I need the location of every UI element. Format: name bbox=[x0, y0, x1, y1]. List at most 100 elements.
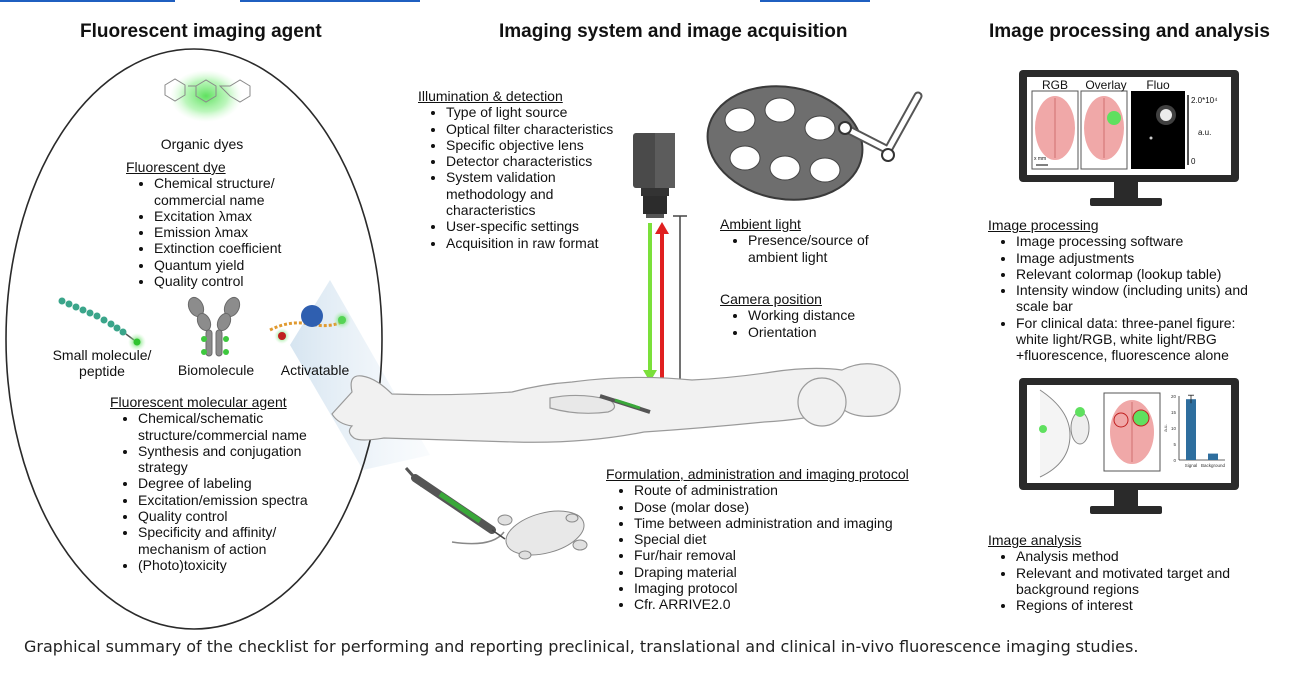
monitor-2 bbox=[1019, 378, 1239, 514]
small-molecule-label: Small molecule/ peptide bbox=[52, 347, 152, 379]
list-item: Excitation/emission spectra bbox=[138, 492, 340, 508]
y-tick-label: 15 bbox=[1171, 410, 1177, 415]
illumination-title: Illumination & detection bbox=[418, 88, 563, 104]
list-item: Quality control bbox=[138, 508, 340, 524]
analysis-section: Image analysis Analysis methodRelevant a… bbox=[988, 532, 1258, 613]
organic-dyes-label: Organic dyes bbox=[160, 136, 244, 152]
list-item: Draping material bbox=[634, 564, 936, 580]
biomolecule-label: Biomolecule bbox=[177, 362, 255, 378]
list-item: Fur/hair removal bbox=[634, 547, 936, 563]
camera-list: Working distanceOrientation bbox=[720, 307, 890, 340]
processing-list: Image processing softwareImage adjustmen… bbox=[988, 233, 1258, 363]
bar-signal bbox=[1186, 399, 1196, 460]
list-item: Type of light source bbox=[446, 104, 623, 120]
formulation-list: Route of administrationDose (molar dose)… bbox=[606, 482, 936, 612]
mouse-syringe-icon bbox=[404, 467, 506, 540]
organic-dye-icon bbox=[164, 70, 251, 122]
bar-background bbox=[1208, 453, 1218, 460]
top-link-fragments bbox=[0, 0, 1298, 8]
monitor-1 bbox=[1019, 70, 1239, 206]
figure-caption: Graphical summary of the checklist for p… bbox=[24, 637, 1139, 656]
list-item: Orientation bbox=[748, 324, 890, 340]
molecular-agent-list: Chemical/schematic structure/commercial … bbox=[110, 410, 340, 573]
monitor1-scale-max: 2.0*10⁴ bbox=[1191, 96, 1218, 105]
formulation-title: Formulation, administration and imaging … bbox=[606, 466, 909, 482]
monitor1-rgb-label: RGB bbox=[1041, 78, 1068, 92]
ambient-list: Presence/source of ambient light bbox=[720, 232, 890, 265]
y-tick-label: 0 bbox=[1173, 458, 1176, 463]
heading-imaging-system: Imaging system and image acquisition bbox=[499, 21, 848, 42]
formulation-section: Formulation, administration and imaging … bbox=[606, 466, 936, 613]
ambient-title: Ambient light bbox=[720, 216, 801, 232]
list-item: Chemical structure/ commercial name bbox=[154, 175, 336, 208]
monitor1-overlay-label: Overlay bbox=[1085, 78, 1127, 92]
mouse-icon bbox=[451, 510, 588, 560]
list-item: Emission λmax bbox=[154, 224, 336, 240]
list-item: Extinction coefficient bbox=[154, 240, 336, 256]
list-item: Image adjustments bbox=[1016, 250, 1258, 266]
list-item: Regions of interest bbox=[1016, 597, 1258, 613]
list-item: Detector characteristics bbox=[446, 153, 623, 169]
camera-icon bbox=[633, 133, 675, 218]
fluorescent-dye-list: Chemical structure/ commercial nameExcit… bbox=[126, 175, 336, 289]
small-molecule-icon bbox=[58, 297, 146, 351]
processing-section: Image processing Image processing softwa… bbox=[988, 217, 1258, 364]
list-item: Working distance bbox=[748, 307, 890, 323]
heading-processing: Image processing and analysis bbox=[989, 21, 1270, 42]
list-item: Special diet bbox=[634, 531, 936, 547]
x-tick-label: Background bbox=[1201, 463, 1226, 468]
body-syringe-icon bbox=[599, 394, 651, 414]
x-tick-label: Signal bbox=[1185, 463, 1198, 468]
activatable-label: Activatable bbox=[280, 362, 350, 378]
list-item: Imaging protocol bbox=[634, 580, 936, 596]
list-item: Relevant colormap (lookup table) bbox=[1016, 266, 1258, 282]
list-item: Image processing software bbox=[1016, 233, 1258, 249]
illumination-list: Type of light sourceOptical filter chara… bbox=[418, 104, 623, 251]
monitor1-scale-min: 0 bbox=[1191, 157, 1196, 166]
list-item: Acquisition in raw format bbox=[446, 235, 623, 251]
y-tick-label: 10 bbox=[1171, 426, 1177, 431]
list-item: Presence/source of ambient light bbox=[748, 232, 890, 265]
list-item: For clinical data: three-panel figure: w… bbox=[1016, 315, 1258, 364]
list-item: Quantum yield bbox=[154, 257, 336, 273]
list-item: Chemical/schematic structure/commercial … bbox=[138, 410, 340, 443]
monitor1-fluo-label: Fluo bbox=[1146, 78, 1170, 92]
list-item: System validation methodology and charac… bbox=[446, 169, 623, 218]
list-item: Relevant and motivated target and backgr… bbox=[1016, 565, 1258, 598]
biomolecule-icon bbox=[187, 296, 241, 357]
light-arrows bbox=[643, 215, 687, 382]
camera-section: Camera position Working distanceOrientat… bbox=[720, 291, 890, 340]
ambient-section: Ambient light Presence/source of ambient… bbox=[720, 216, 890, 265]
analysis-title: Image analysis bbox=[988, 532, 1082, 548]
y-tick-label: 20 bbox=[1171, 394, 1177, 399]
y-tick-label: 5 bbox=[1173, 442, 1176, 447]
fluorescent-dye-title: Fluorescent dye bbox=[126, 159, 226, 175]
camera-title: Camera position bbox=[720, 291, 822, 307]
list-item: Optical filter characteristics bbox=[446, 121, 623, 137]
monitor1-scale-bar: x mm bbox=[1034, 156, 1047, 162]
analysis-list: Analysis methodRelevant and motivated ta… bbox=[988, 548, 1258, 613]
agent-ellipse bbox=[5, 48, 383, 630]
activatable-icon bbox=[269, 305, 351, 344]
list-item: Analysis method bbox=[1016, 548, 1258, 564]
list-item: Specificity and affinity/ mechanism of a… bbox=[138, 524, 340, 557]
list-item: (Photo)toxicity bbox=[138, 557, 340, 573]
list-item: Time between administration and imaging bbox=[634, 515, 936, 531]
list-item: Synthesis and conjugation strategy bbox=[138, 443, 340, 476]
y-axis-label: a.u. bbox=[1163, 424, 1168, 432]
surgical-light-icon bbox=[706, 85, 923, 201]
processing-title: Image processing bbox=[988, 217, 1099, 233]
list-item: Dose (molar dose) bbox=[634, 499, 936, 515]
monitor1-scale-unit: a.u. bbox=[1198, 128, 1212, 137]
fluorescent-dye-section: Fluorescent dye Chemical structure/ comm… bbox=[126, 159, 336, 289]
list-item: Quality control bbox=[154, 273, 336, 289]
illumination-section: Illumination & detection Type of light s… bbox=[418, 88, 623, 251]
list-item: Intensity window (including units) and s… bbox=[1016, 282, 1258, 315]
list-item: Excitation λmax bbox=[154, 208, 336, 224]
list-item: Degree of labeling bbox=[138, 475, 340, 491]
list-item: User-specific settings bbox=[446, 218, 623, 234]
molecular-agent-section: Fluorescent molecular agent Chemical/sch… bbox=[110, 394, 340, 573]
list-item: Cfr. ARRIVE2.0 bbox=[634, 596, 936, 612]
